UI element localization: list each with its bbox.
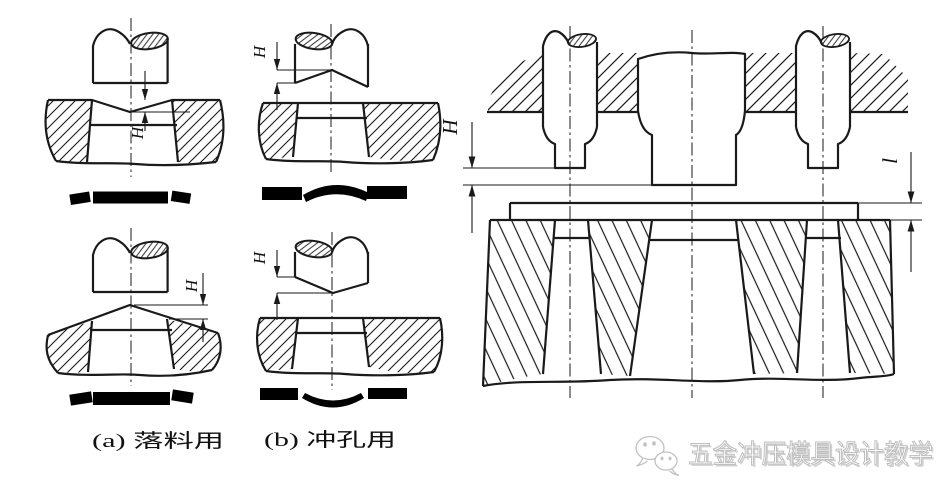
scrap-right — [171, 389, 194, 404]
die-hatch-right — [363, 103, 441, 162]
arrow-down — [907, 191, 915, 203]
strip-left — [262, 187, 302, 200]
die-hatch-left — [257, 318, 298, 371]
diagram-piercing-pointed-punch: H — [250, 232, 444, 408]
die — [45, 303, 222, 377]
die-hatch — [838, 220, 894, 374]
die-hatch-left — [258, 103, 298, 159]
central-punch — [636, 51, 747, 187]
die-hatch-right — [363, 318, 443, 374]
dimension-h: H — [134, 273, 208, 342]
arrow-up — [468, 185, 476, 197]
punch-break-section — [130, 240, 169, 260]
dim-label-h: H — [438, 118, 462, 136]
arrow-down — [273, 266, 281, 277]
dimension-h: H — [128, 71, 190, 140]
watermark-text-shadow: 五金冲压模具设计教学 — [690, 441, 935, 471]
slug — [303, 184, 369, 202]
die-hatch — [483, 220, 555, 386]
arrow-up — [199, 319, 207, 330]
strip-right — [368, 388, 407, 399]
outer-punch-right — [794, 30, 852, 170]
punch — [91, 28, 169, 85]
die — [257, 101, 442, 165]
dim-label-l: l — [878, 158, 902, 164]
blank-strip — [69, 190, 192, 205]
arrow-down — [199, 294, 207, 305]
caption-b: (b) 冲孔用 — [264, 429, 396, 451]
arrow-up — [273, 83, 281, 94]
dim-label-h: H — [250, 250, 269, 265]
punch-break-section — [567, 33, 597, 48]
pierced-strip — [260, 388, 407, 408]
die — [44, 98, 225, 167]
dim-label-h: H — [128, 125, 147, 140]
scrap-left — [69, 391, 93, 406]
die-hatch — [736, 220, 807, 374]
punch-holder-plate — [487, 53, 908, 114]
blank-strip — [69, 389, 194, 406]
arrow-down — [468, 156, 476, 168]
punch-break-section — [130, 31, 169, 51]
wechat-icon — [635, 435, 680, 477]
punch — [293, 236, 370, 295]
die-block — [481, 218, 896, 388]
die-hatch-left — [46, 321, 92, 373]
pierced-strip — [262, 184, 407, 202]
scrap-left — [69, 191, 91, 205]
diagram-blanking-concave-die: H — [44, 18, 225, 205]
dimension-step-h: H — [438, 118, 652, 233]
die-hatch-right — [172, 100, 224, 164]
plate-hatch — [850, 53, 908, 112]
caption-a: (a) 落料用 — [92, 430, 224, 452]
blank-part — [93, 191, 168, 204]
strip-right — [367, 186, 407, 199]
scrap-right — [170, 190, 192, 204]
arrow-down — [273, 59, 281, 70]
die-hatch — [588, 220, 652, 376]
blank-part — [93, 392, 170, 405]
arrow-up — [141, 112, 149, 123]
dimension-h: H — [250, 250, 333, 320]
slug — [302, 393, 364, 408]
diagram-piercing-concave-punch: H — [250, 24, 442, 202]
punch-break-section — [294, 31, 334, 51]
plate-hatch — [488, 53, 543, 112]
dimension-material-l: l — [858, 152, 922, 272]
dim-label-h: H — [182, 278, 201, 293]
centerlines — [569, 26, 824, 398]
punch-break-section — [820, 33, 850, 48]
diagram-blanking-peaked-die: H — [45, 228, 222, 406]
arrow-down — [141, 89, 149, 100]
arrow-up — [273, 293, 281, 304]
watermark-text: 五金冲压模具设计教学 — [688, 439, 933, 469]
dim-label-h: H — [250, 44, 269, 59]
arrow-up — [907, 220, 915, 232]
plate-hatch — [597, 53, 638, 112]
sheet-strip — [508, 201, 860, 220]
die — [255, 316, 444, 377]
punch-break-section — [294, 239, 334, 259]
plate-hatch — [745, 53, 796, 112]
outer-punch-left — [541, 30, 599, 170]
punch — [91, 237, 169, 294]
watermark: 五金冲压模具设计教学 五金冲压模具设计教学 — [635, 435, 935, 477]
strip-left — [260, 388, 298, 400]
diagram-stepped-punch-assembly: H l — [438, 26, 922, 398]
die-hatch-right — [167, 319, 221, 372]
dimension-h: H — [250, 42, 332, 110]
die-hatch-left — [45, 100, 92, 163]
